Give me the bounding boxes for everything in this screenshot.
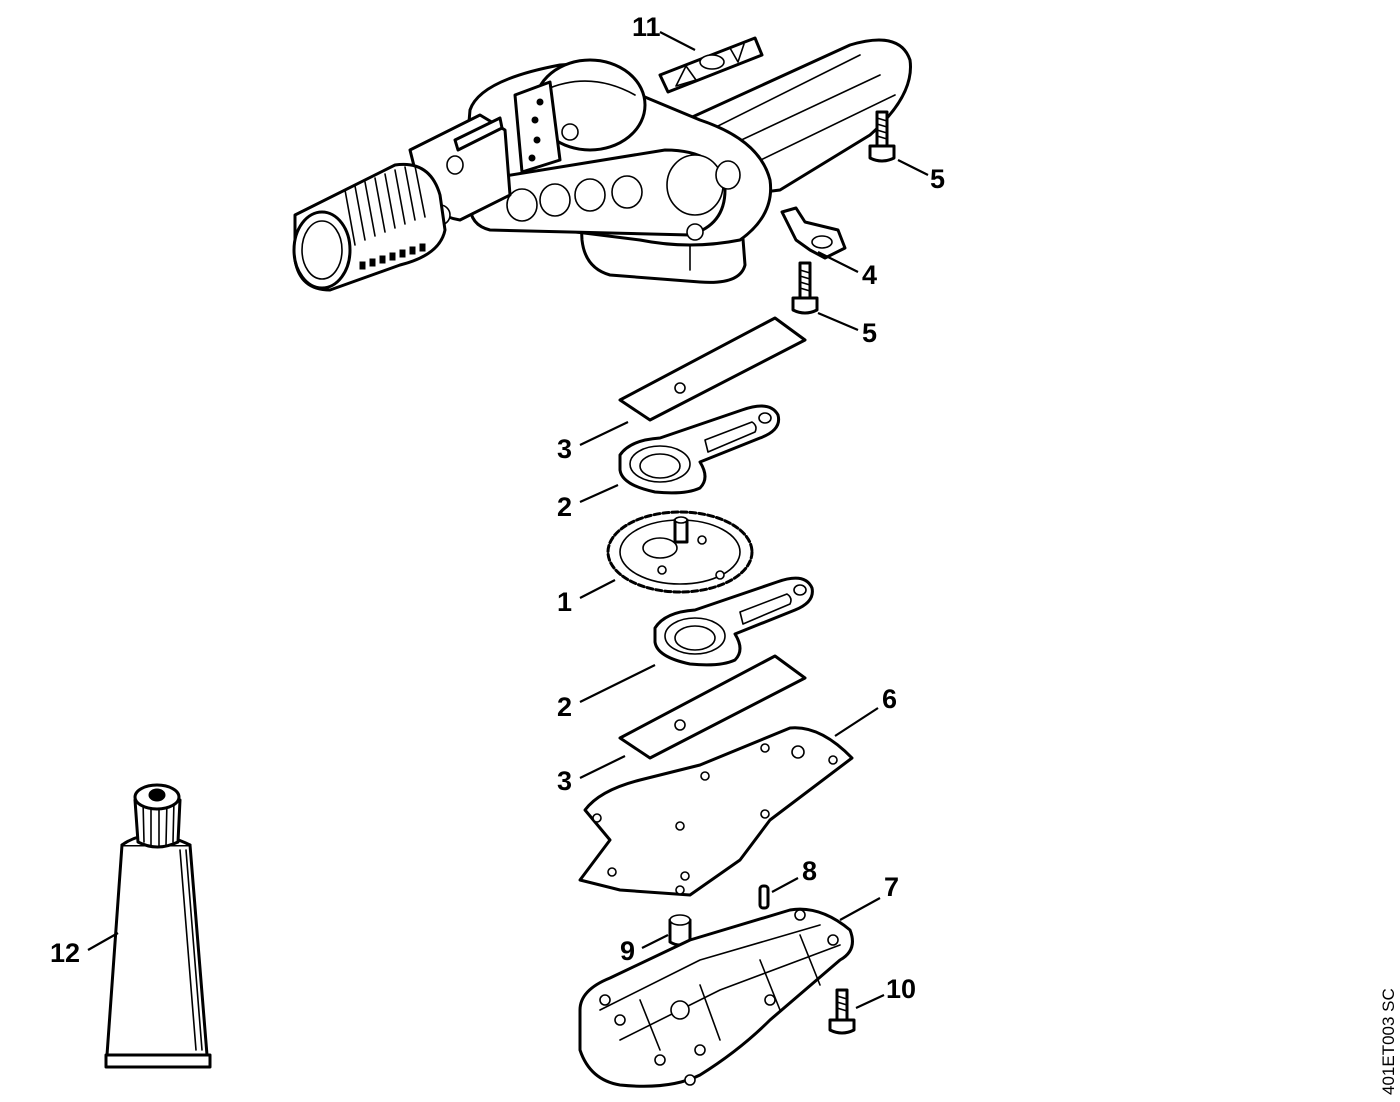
clamp [780, 206, 847, 260]
callout-11: 11 [632, 12, 661, 42]
leader-lines [87, 31, 929, 1009]
cover-plate [578, 907, 854, 1088]
callout-5-lower: 5 [862, 318, 877, 348]
callout-12: 12 [50, 938, 80, 968]
callout-9: 9 [620, 936, 635, 966]
gear-wheel [606, 510, 754, 594]
grease-tube [104, 783, 212, 1069]
screw-cover [828, 988, 856, 1035]
screw-lower [791, 261, 819, 315]
connecting-rod-lower [653, 576, 814, 667]
gasket [578, 726, 854, 897]
callout-8: 8 [802, 856, 817, 886]
callout-3-upper: 3 [557, 434, 572, 464]
callout-6: 6 [882, 684, 897, 714]
reference-code: 401ET003 SC [1379, 988, 1398, 1095]
warning-decal [658, 36, 764, 94]
shim-plate-upper [618, 316, 807, 422]
callout-labels: 11 5 4 5 3 2 1 2 6 3 8 7 9 12 10 [50, 12, 945, 1004]
shim-plate-lower [618, 654, 807, 760]
connecting-rod-upper [618, 404, 781, 495]
callout-3-lower: 3 [557, 766, 572, 796]
callout-7: 7 [884, 872, 899, 902]
dowel-pin [758, 884, 770, 910]
screw-upper [868, 110, 896, 163]
callout-2-upper: 2 [557, 492, 572, 522]
callout-10: 10 [886, 974, 916, 1004]
callout-1: 1 [557, 587, 572, 617]
callout-4: 4 [862, 260, 877, 290]
callout-5-upper: 5 [930, 164, 945, 194]
callout-2-lower: 2 [557, 692, 572, 722]
gear-housing [292, 38, 912, 292]
